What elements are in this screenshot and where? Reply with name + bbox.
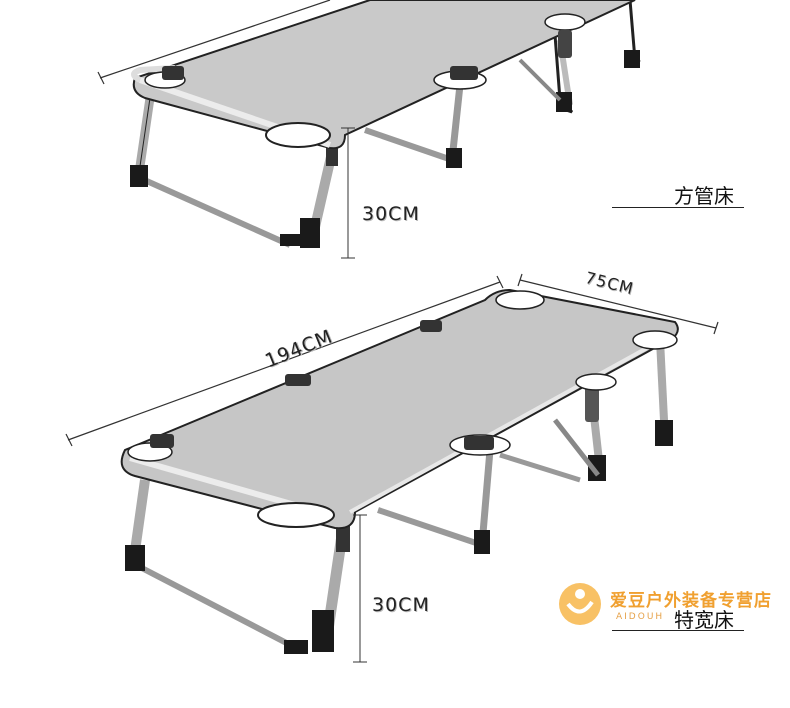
store-logo-icon	[559, 583, 601, 625]
store-watermark: 爱豆户外装备专营店 AIDOUH	[556, 580, 786, 628]
top-model-underline	[612, 207, 744, 208]
store-name: 爱豆户外装备专营店	[610, 591, 772, 611]
bottom-model-underline	[612, 630, 744, 631]
bottom-model-name: 特宽床	[674, 608, 734, 632]
top-height-label: 30CM	[362, 203, 420, 225]
top-model-name: 方管床	[674, 184, 734, 208]
store-subtitle: AIDOUH	[616, 612, 665, 622]
bottom-height-label: 30CM	[372, 594, 430, 616]
